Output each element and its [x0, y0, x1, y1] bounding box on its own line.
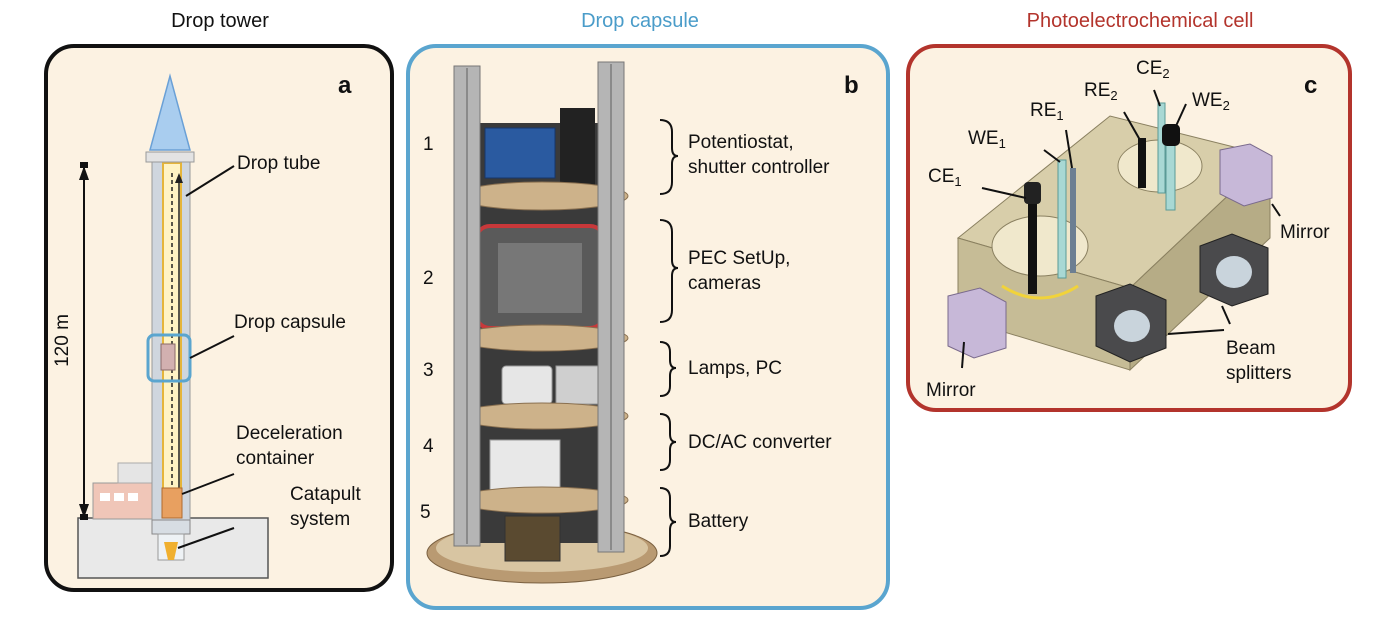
- drop-tower-illustration: [77, 73, 269, 579]
- tower-cone: [149, 73, 191, 151]
- pec-cell-illustration: [947, 89, 1281, 372]
- panel-c: c CE1 WE1 RE1 RE2 CE2 WE2 Mirror Mirror …: [906, 44, 1352, 412]
- ce2-electrode: [1157, 102, 1166, 194]
- catapult-label-1: Catapult: [290, 484, 361, 505]
- level-number: 1: [423, 134, 434, 155]
- drop-tube-label: Drop tube: [237, 153, 321, 174]
- beam-label-1: Beam: [1226, 338, 1276, 359]
- potentiostat-box: [484, 127, 556, 179]
- ce1-label: CE1: [928, 166, 962, 189]
- we2-label: WE2: [1192, 90, 1230, 113]
- drop-capsule-label: Drop capsule: [234, 312, 346, 333]
- battery-unit: [504, 515, 561, 562]
- panel-b-letter: b: [844, 72, 859, 99]
- deceleration-container-shape: [161, 487, 183, 519]
- we1-label: WE1: [968, 128, 1006, 151]
- re2-electrode: [1138, 138, 1146, 188]
- panel-b-title: Drop capsule: [581, 10, 699, 32]
- we1-electrode: [1057, 159, 1067, 279]
- level-number: 3: [423, 360, 434, 381]
- ce2-label: CE2: [1136, 58, 1170, 81]
- pec-label-2: cameras: [688, 273, 761, 294]
- potentiostat-label-1: Potentiostat,: [688, 132, 794, 153]
- mirror-right-label: Mirror: [1280, 222, 1330, 243]
- panel-b: b 1 2 3 4 5 Potentiostat, shutter contro…: [406, 44, 890, 610]
- ce1-electrode: [1028, 188, 1037, 294]
- re1-label: RE1: [1030, 100, 1064, 123]
- catapult-label-2: system: [290, 509, 351, 530]
- panel-a-letter: a: [338, 72, 352, 99]
- converter-label: DC/AC converter: [688, 432, 832, 453]
- catapult-shape: [164, 542, 178, 560]
- level-number: 2: [423, 268, 434, 289]
- battery-label: Battery: [688, 511, 749, 532]
- panel-c-title: Photoelectrochemical cell: [1026, 10, 1254, 32]
- re2-label: RE2: [1084, 80, 1118, 103]
- mirror-left: [947, 287, 1007, 359]
- re1-electrode: [1070, 168, 1076, 273]
- panel-a-title: Drop tower: [171, 10, 269, 32]
- beam-label-2: splitters: [1226, 363, 1292, 384]
- deceleration-label-2: container: [236, 448, 315, 469]
- mirror-left-label: Mirror: [926, 380, 976, 401]
- height-label: 120 m: [51, 314, 73, 367]
- panel-a: a 120 m Drop tube Drop capsule Decelerat…: [44, 44, 394, 592]
- level-number: 5: [420, 502, 431, 523]
- level-number: 4: [423, 436, 434, 457]
- deceleration-label-1: Deceleration: [236, 423, 343, 444]
- panel-c-letter: c: [1304, 72, 1318, 99]
- mirror-right: [1219, 143, 1273, 207]
- lamps-label: Lamps, PC: [688, 358, 782, 379]
- pec-label-1: PEC SetUp,: [688, 248, 791, 269]
- capsule-photo: [426, 61, 679, 584]
- potentiostat-label-2: shutter controller: [688, 157, 830, 178]
- lamp-unit: [501, 365, 553, 405]
